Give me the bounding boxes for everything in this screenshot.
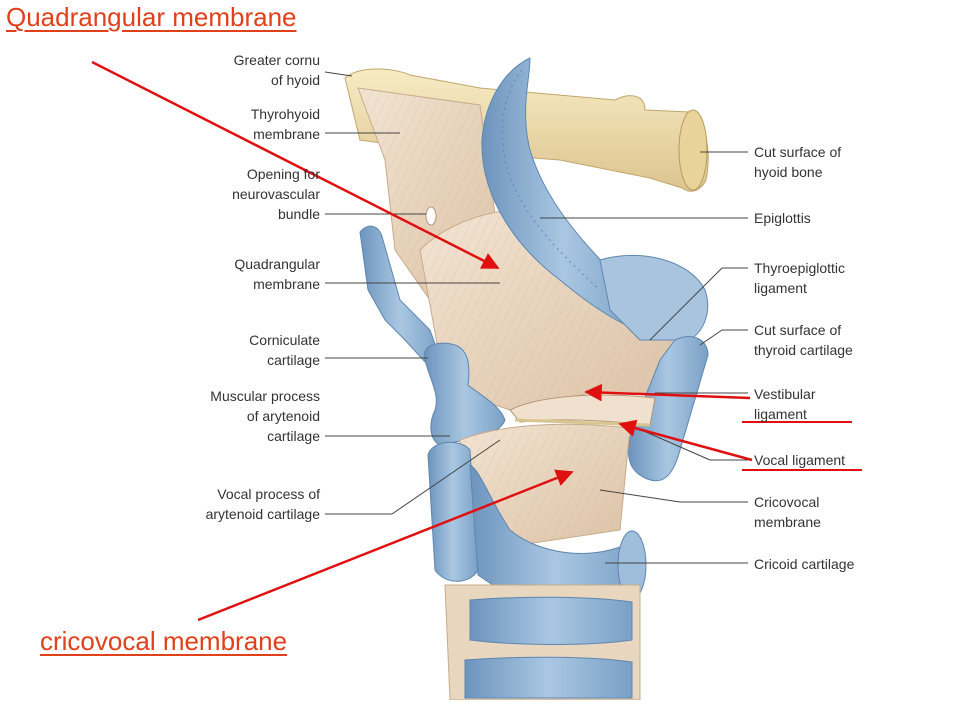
label-opening: Opening for neurovascular bundle bbox=[232, 166, 320, 222]
label-vocal-ligament: Vocal ligament bbox=[754, 452, 846, 468]
label-muscular-process: Muscular process of arytenoid cartilage bbox=[210, 388, 320, 444]
annotation-arrows bbox=[91, 60, 753, 622]
arrow-vocal bbox=[618, 419, 753, 462]
label-thyroid-cut: Cut surface of thyroid cartilage bbox=[754, 322, 853, 358]
tracheal-ring-2 bbox=[464, 656, 633, 699]
label-vestibular: Vestibular ligament bbox=[754, 386, 816, 422]
label-cricovocal: Cricovocal membrane bbox=[754, 494, 821, 530]
label-quadrangular: Quadrangular membrane bbox=[234, 256, 320, 292]
label-corniculate: Corniculate cartilage bbox=[249, 332, 320, 368]
heading-quadrangular: Quadrangular membrane bbox=[6, 2, 297, 32]
hyoid-cut-surface bbox=[678, 109, 708, 191]
label-thyrohyoid: Thyrohyoid membrane bbox=[250, 106, 320, 142]
label-thyroepiglottic: Thyroepiglottic ligament bbox=[754, 260, 846, 296]
label-vocal-process: Vocal process of arytenoid cartilage bbox=[205, 486, 320, 522]
thyroid-cut-surface bbox=[628, 336, 709, 482]
tracheal-ring-1 bbox=[469, 596, 633, 645]
label-hyoid-cut: Cut surface of hyoid bone bbox=[754, 144, 842, 180]
arrow-quadrangular bbox=[91, 60, 500, 270]
arrow-cricovocal bbox=[197, 469, 574, 622]
arytenoid-cartilage bbox=[423, 342, 506, 446]
label-epiglottis: Epiglottis bbox=[754, 210, 811, 226]
label-cricoid: Cricoid cartilage bbox=[754, 556, 855, 572]
neurovascular-opening bbox=[425, 206, 437, 226]
label-greater-cornu: Greater cornu of hyoid bbox=[233, 52, 320, 88]
arrow-vestibular bbox=[584, 383, 751, 402]
thyroid-cartilage-left bbox=[359, 225, 441, 363]
leader-lines-left bbox=[324, 71, 501, 515]
heading-cricovocal: cricovocal membrane bbox=[40, 626, 288, 656]
